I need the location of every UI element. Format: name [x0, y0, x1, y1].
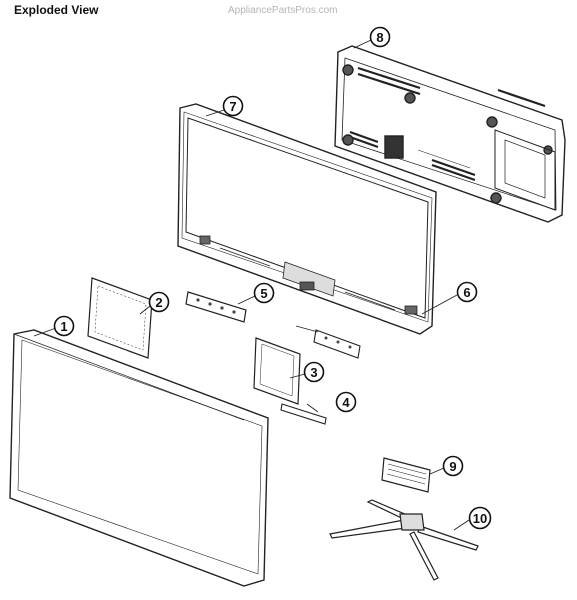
- callout-5: 5: [253, 282, 275, 304]
- callout-5-label: 5: [260, 286, 267, 301]
- callout-6-label: 6: [463, 285, 470, 300]
- part-board-3: [253, 337, 301, 405]
- part-display-panel: [9, 329, 269, 587]
- callout-7: 7: [222, 95, 244, 117]
- callout-8-label: 8: [376, 30, 383, 45]
- callout-4: 4: [335, 391, 357, 413]
- part-stand-base: [329, 499, 479, 581]
- callout-7-label: 7: [229, 99, 236, 114]
- part-stand-neck: [381, 457, 431, 493]
- part-frame: [177, 103, 437, 335]
- callout-leaders: [33, 39, 470, 531]
- callout-9-label: 9: [449, 459, 456, 474]
- callout-3: 3: [303, 361, 325, 383]
- callout-8: 8: [369, 26, 391, 48]
- part-bracket-5: [185, 291, 247, 323]
- part-bracket-small: [295, 325, 361, 359]
- callout-2-label: 2: [155, 295, 162, 310]
- callout-1-label: 1: [60, 319, 67, 334]
- callout-10-label: 10: [473, 511, 487, 526]
- callout-9: 9: [442, 455, 464, 477]
- watermark: AppliancePartsPros.com: [228, 5, 338, 16]
- callout-1: 1: [53, 315, 75, 337]
- callout-4-label: 4: [342, 395, 350, 410]
- callout-2: 2: [148, 291, 170, 313]
- callout-3-label: 3: [310, 365, 317, 380]
- part-rear-cover: [334, 45, 566, 223]
- callout-6: 6: [456, 281, 478, 303]
- part-strip-4: [280, 403, 327, 425]
- page-title: Exploded View: [14, 3, 99, 17]
- callout-10: 10: [468, 506, 492, 530]
- part-board-2: [87, 277, 153, 359]
